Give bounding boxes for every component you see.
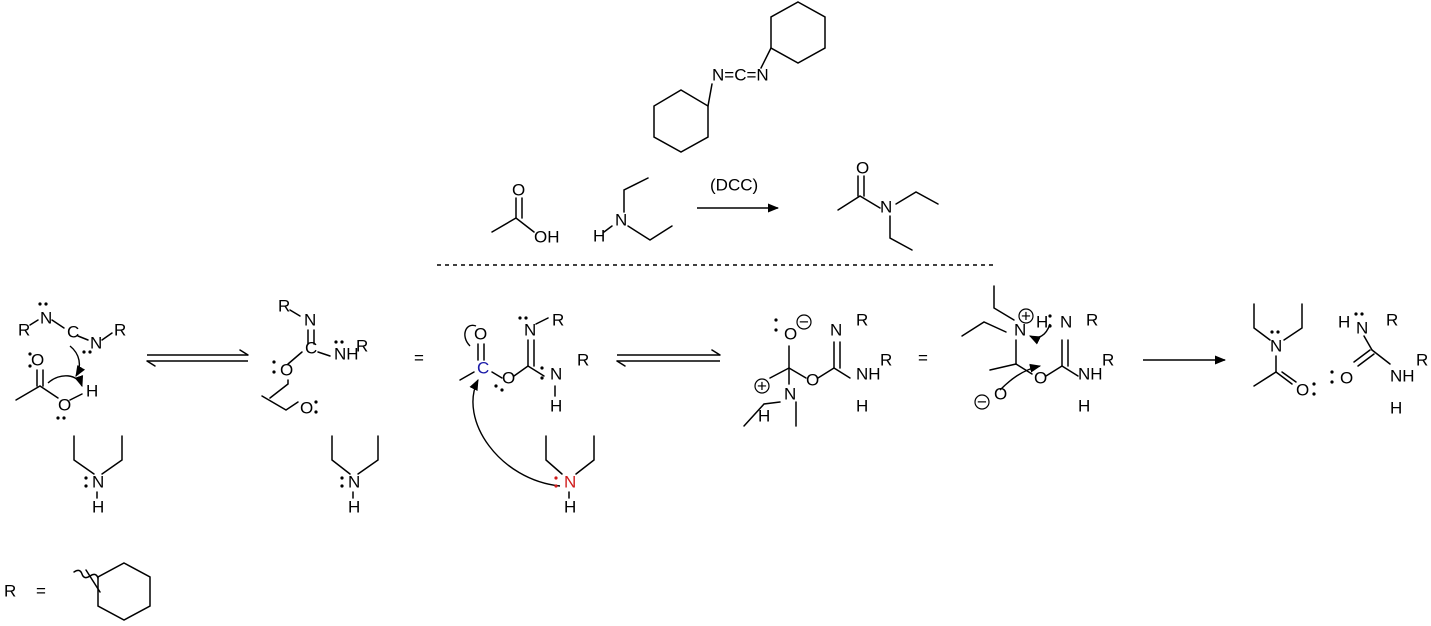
svg-text:+: + (757, 377, 767, 396)
svg-text:R: R (577, 351, 589, 370)
svg-text:O: O (502, 369, 515, 388)
reaction-arrow: (DCC) (697, 176, 780, 213)
svg-text:NH: NH (1390, 367, 1415, 386)
svg-text:N: N (40, 309, 52, 328)
svg-text:N: N (1060, 313, 1072, 332)
svg-text:H: H (758, 407, 770, 426)
nucleophilic-attack: O C O N R N R H N H (459, 311, 595, 517)
svg-text:H: H (1036, 313, 1048, 332)
acid-o: O (512, 181, 525, 200)
free-amine-1: N H (73, 435, 123, 517)
svg-text:N: N (830, 321, 842, 340)
svg-text:O: O (474, 325, 487, 344)
product-amide: O N (837, 159, 939, 251)
svg-text:C: C (305, 339, 317, 358)
svg-text:O: O (31, 351, 44, 370)
svg-text:O: O (1034, 369, 1047, 388)
reagent-label: (DCC) (710, 176, 758, 195)
mech-step-1: R N C N R O O H (15, 302, 126, 420)
svg-text:N: N (550, 365, 562, 384)
svg-text:C: C (67, 323, 79, 342)
acid-oh: OH (534, 228, 560, 247)
dcc-n-left: N=C=N (712, 66, 769, 85)
dicyclohexylurea: H N R O NH R H (1330, 311, 1428, 418)
electrophilic-carbon: C (477, 359, 489, 378)
svg-text:R: R (1102, 351, 1114, 370)
equals-2: = (918, 349, 928, 368)
svg-text:N: N (304, 311, 316, 330)
svg-text:R: R (1086, 311, 1098, 330)
dcc-structure: N=C=N (653, 1, 826, 153)
tetrahedral-intermediate-2: N + H O − O N R NH R H (961, 285, 1114, 416)
svg-text:R: R (278, 297, 290, 316)
svg-text:R: R (880, 351, 892, 370)
svg-text:H: H (856, 397, 868, 416)
svg-text:O: O (58, 396, 71, 415)
svg-text:O: O (806, 371, 819, 390)
acetic-acid: O OH (491, 181, 560, 247)
svg-text:O: O (280, 361, 293, 380)
equals-1: = (414, 349, 424, 368)
dcc-lower-cyclohexane (653, 89, 709, 153)
svg-text:R: R (356, 337, 368, 356)
amine-n: N (615, 211, 627, 230)
final-amide: N O (1253, 303, 1316, 400)
svg-text:O: O (1296, 381, 1309, 400)
svg-text:H: H (550, 397, 562, 416)
svg-text:O: O (300, 399, 313, 418)
svg-text:H: H (348, 498, 360, 517)
svg-text:−: − (799, 313, 809, 332)
svg-text:H: H (1390, 399, 1402, 418)
free-amine-2: N H (331, 435, 379, 517)
svg-text:O: O (784, 325, 797, 344)
svg-text:NH: NH (1078, 365, 1103, 384)
svg-text:H: H (92, 498, 104, 517)
svg-text:N: N (1270, 337, 1282, 356)
dcc-upper-cyclohexane (770, 1, 826, 64)
svg-text:H: H (86, 382, 98, 401)
svg-text:NH: NH (334, 345, 359, 364)
o-acylisourea-1: R N C NH R O O (261, 297, 368, 418)
svg-text:N: N (784, 385, 796, 404)
svg-text:NH: NH (856, 365, 881, 384)
diethylamine: H N (593, 177, 673, 246)
equilibrium-arrow-1 (146, 349, 249, 367)
svg-text:−: − (977, 393, 987, 412)
r-group-legend: R = (4, 562, 151, 621)
svg-text:H: H (1078, 397, 1090, 416)
svg-text:R: R (856, 311, 868, 330)
legend-r: R (4, 582, 16, 601)
svg-text:H: H (564, 498, 576, 517)
svg-text:O: O (1340, 369, 1353, 388)
legend-cyclohexane (97, 562, 151, 621)
legend-equals: = (36, 582, 46, 601)
nucleophilic-nitrogen: N (564, 473, 576, 492)
svg-text:+: + (1021, 307, 1031, 326)
svg-text:O: O (994, 385, 1007, 404)
amide-o: O (856, 159, 869, 178)
svg-text:N: N (90, 334, 102, 353)
equilibrium-arrow-2 (616, 349, 721, 367)
svg-text:N: N (524, 321, 536, 340)
svg-text:H: H (1338, 313, 1350, 332)
svg-text:R: R (1386, 311, 1398, 330)
amide-n: N (880, 198, 892, 217)
amine-h: H (593, 227, 605, 246)
svg-text:R: R (552, 311, 564, 330)
svg-text:N: N (92, 473, 104, 492)
svg-text:N: N (1014, 321, 1026, 340)
tetrahedral-intermediate-1: O − O N R NH R H N + H (743, 311, 892, 427)
svg-text:N: N (1356, 319, 1368, 338)
svg-text:N: N (348, 473, 360, 492)
svg-text:R: R (1416, 351, 1428, 370)
svg-text:R: R (114, 321, 126, 340)
svg-text:R: R (18, 321, 30, 340)
